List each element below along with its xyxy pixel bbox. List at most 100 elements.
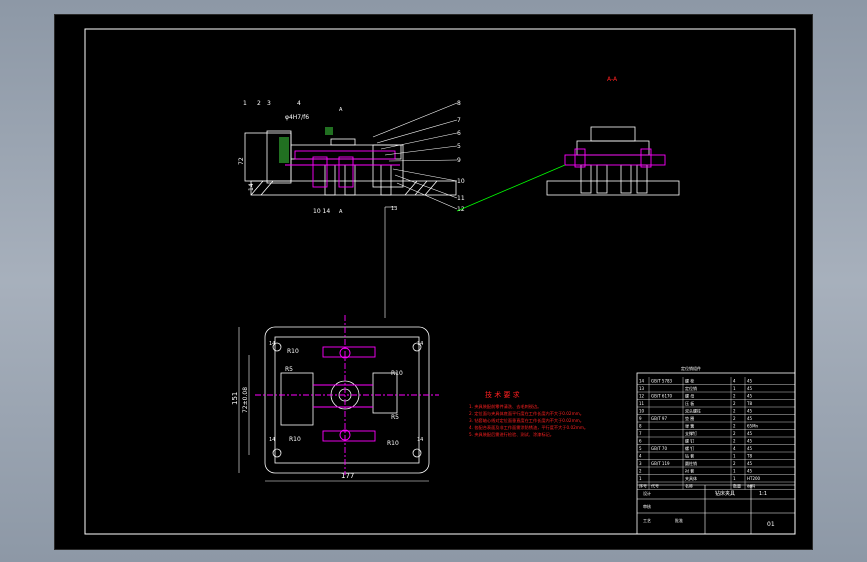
bom-cell: 钻 套	[685, 453, 694, 459]
tech-note-2: 2. 定位面与夹具体底面平行度在工作长度内不大于0.02mm。	[469, 410, 584, 417]
bom-cell: 13	[639, 386, 645, 391]
bom-cell: 45	[747, 469, 753, 474]
callout-9: 9	[457, 157, 461, 164]
drawing-name: 钻床夹具	[715, 490, 735, 497]
fit-annotation: φ4H7/f6	[285, 114, 309, 121]
bom-cell: HT200	[747, 476, 761, 481]
section-a-a-view	[546, 126, 680, 196]
callout-1: 1	[243, 100, 247, 107]
callout-5: 5	[457, 143, 461, 150]
bom-cell: 双头螺柱	[685, 408, 701, 414]
bom-cell: 支撑钉	[685, 430, 697, 436]
plan-dimensions	[238, 327, 429, 482]
width-dimension: 177	[341, 472, 354, 480]
bom-cell: 代号	[651, 483, 659, 489]
bom-cell: 10	[639, 409, 645, 414]
approve-label: 批准	[675, 517, 683, 523]
corner-mark: 14	[269, 437, 275, 443]
radius-label: R5	[391, 414, 399, 421]
cut-number: 13	[391, 206, 397, 212]
scale-value: 1:1	[759, 491, 767, 497]
callout-8: 8	[457, 100, 461, 107]
bom-cell: 1	[733, 386, 736, 391]
front-green-part	[279, 127, 333, 163]
corner-mark: 14	[269, 341, 275, 347]
tech-note-5: 5. 夹具装配后需进行检验、测试、涂漆标记。	[469, 431, 554, 438]
sheet-number: 01	[767, 521, 775, 528]
bom-cell: 数量	[733, 483, 741, 489]
front-section-view	[244, 130, 457, 196]
bom-cell: GB/T 97	[651, 416, 667, 421]
plan-radius-labels: R10 R5 R10 R5 R10 R10	[285, 348, 403, 447]
radius-label: R5	[285, 366, 293, 373]
height-dimension: 151	[231, 392, 239, 405]
bom-cell: T8	[746, 454, 752, 459]
bom-cell: 压 板	[685, 400, 694, 406]
drawing-canvas: 1 2 3 4 φ4H7/f6 8 7 6 5 9 10 11 12 10 14…	[54, 14, 813, 550]
drawing-frame	[84, 28, 796, 535]
bom-cell: T8	[746, 401, 752, 406]
bom-cell: 螺 钉	[685, 445, 694, 451]
bom-cell: 45	[747, 386, 753, 391]
plan-hidden-lines	[255, 315, 439, 475]
leader-line-green	[456, 164, 566, 212]
radius-label: R10	[289, 436, 301, 443]
bom-cell: 6	[639, 439, 642, 444]
section-mark-bottom: A	[339, 209, 343, 215]
bom-cell: 1	[733, 469, 736, 474]
bom-cell: 圆柱销	[685, 460, 697, 466]
bom-cell: 垫 圈	[685, 415, 694, 421]
bom-cell: 螺 母	[685, 393, 694, 399]
section-mark-top: A	[339, 107, 343, 113]
bottom-callouts: 10 14	[313, 208, 330, 215]
bom-cell: 45	[747, 461, 753, 466]
bom-cell: 9	[639, 416, 642, 421]
bom-cell: 1	[733, 454, 736, 459]
bom-cell: 夹具体	[685, 475, 697, 481]
section-label: A-A	[607, 76, 618, 83]
design-label: 设计	[643, 490, 651, 496]
bom-cell: 弹 簧	[685, 423, 694, 429]
bom-cell: 4	[639, 454, 642, 459]
radius-label: R10	[391, 370, 403, 377]
bom-cell: 名称	[685, 483, 693, 489]
bom-cell: GB/T 5783	[651, 379, 673, 384]
bom-cell: 定位销	[685, 385, 697, 391]
bom-cell: 2	[639, 469, 642, 474]
bom-cell: 45	[747, 439, 753, 444]
bom-cell: 2	[733, 439, 736, 444]
bom-cell: 3	[639, 461, 642, 466]
bom-cell: 4	[733, 446, 736, 451]
bom-cell: 8	[639, 424, 642, 429]
bom-cell: 2	[733, 424, 736, 429]
bom-cell: 2	[733, 461, 736, 466]
bom-cell: 5	[639, 446, 642, 451]
bom-cell: 2	[733, 394, 736, 399]
bom-cell: GB/T 6170	[651, 394, 673, 399]
tech-notes-title: 技 术 要 求	[485, 390, 520, 399]
top-callouts: 1 2 3 4	[243, 100, 301, 107]
bom-cell: 衬 套	[685, 468, 694, 474]
bom-cell: 45	[747, 446, 753, 451]
radius-label: R10	[387, 440, 399, 447]
dim-height: 72	[238, 157, 245, 165]
bom-cell: 2	[733, 409, 736, 414]
bom-cell: 65Mn	[747, 424, 759, 429]
callout-11: 11	[457, 195, 465, 202]
callout-6: 6	[457, 130, 461, 137]
callout-2: 2	[257, 100, 261, 107]
bom-cell: 45	[747, 416, 753, 421]
callout-3: 3	[267, 100, 271, 107]
right-callouts: 8 7 6 5 9 10 11 12	[457, 100, 465, 213]
bom-cell: 螺 栓	[685, 378, 694, 384]
bom-cell: 14	[639, 379, 645, 384]
corner-mark: 14	[417, 437, 423, 443]
bom-cell: 螺 钉	[685, 438, 694, 444]
front-leader-lines	[372, 102, 458, 318]
bom-cell: GB/T 70	[651, 446, 667, 451]
bom-cell: 1	[639, 476, 642, 481]
callout-10: 10	[457, 178, 465, 185]
bom-title: 定位销组件	[681, 365, 701, 371]
technical-requirements: 技 术 要 求 1. 夹具装配前零件清洗、去毛刺锐边。 2. 定位面与夹具体底面…	[469, 390, 588, 438]
